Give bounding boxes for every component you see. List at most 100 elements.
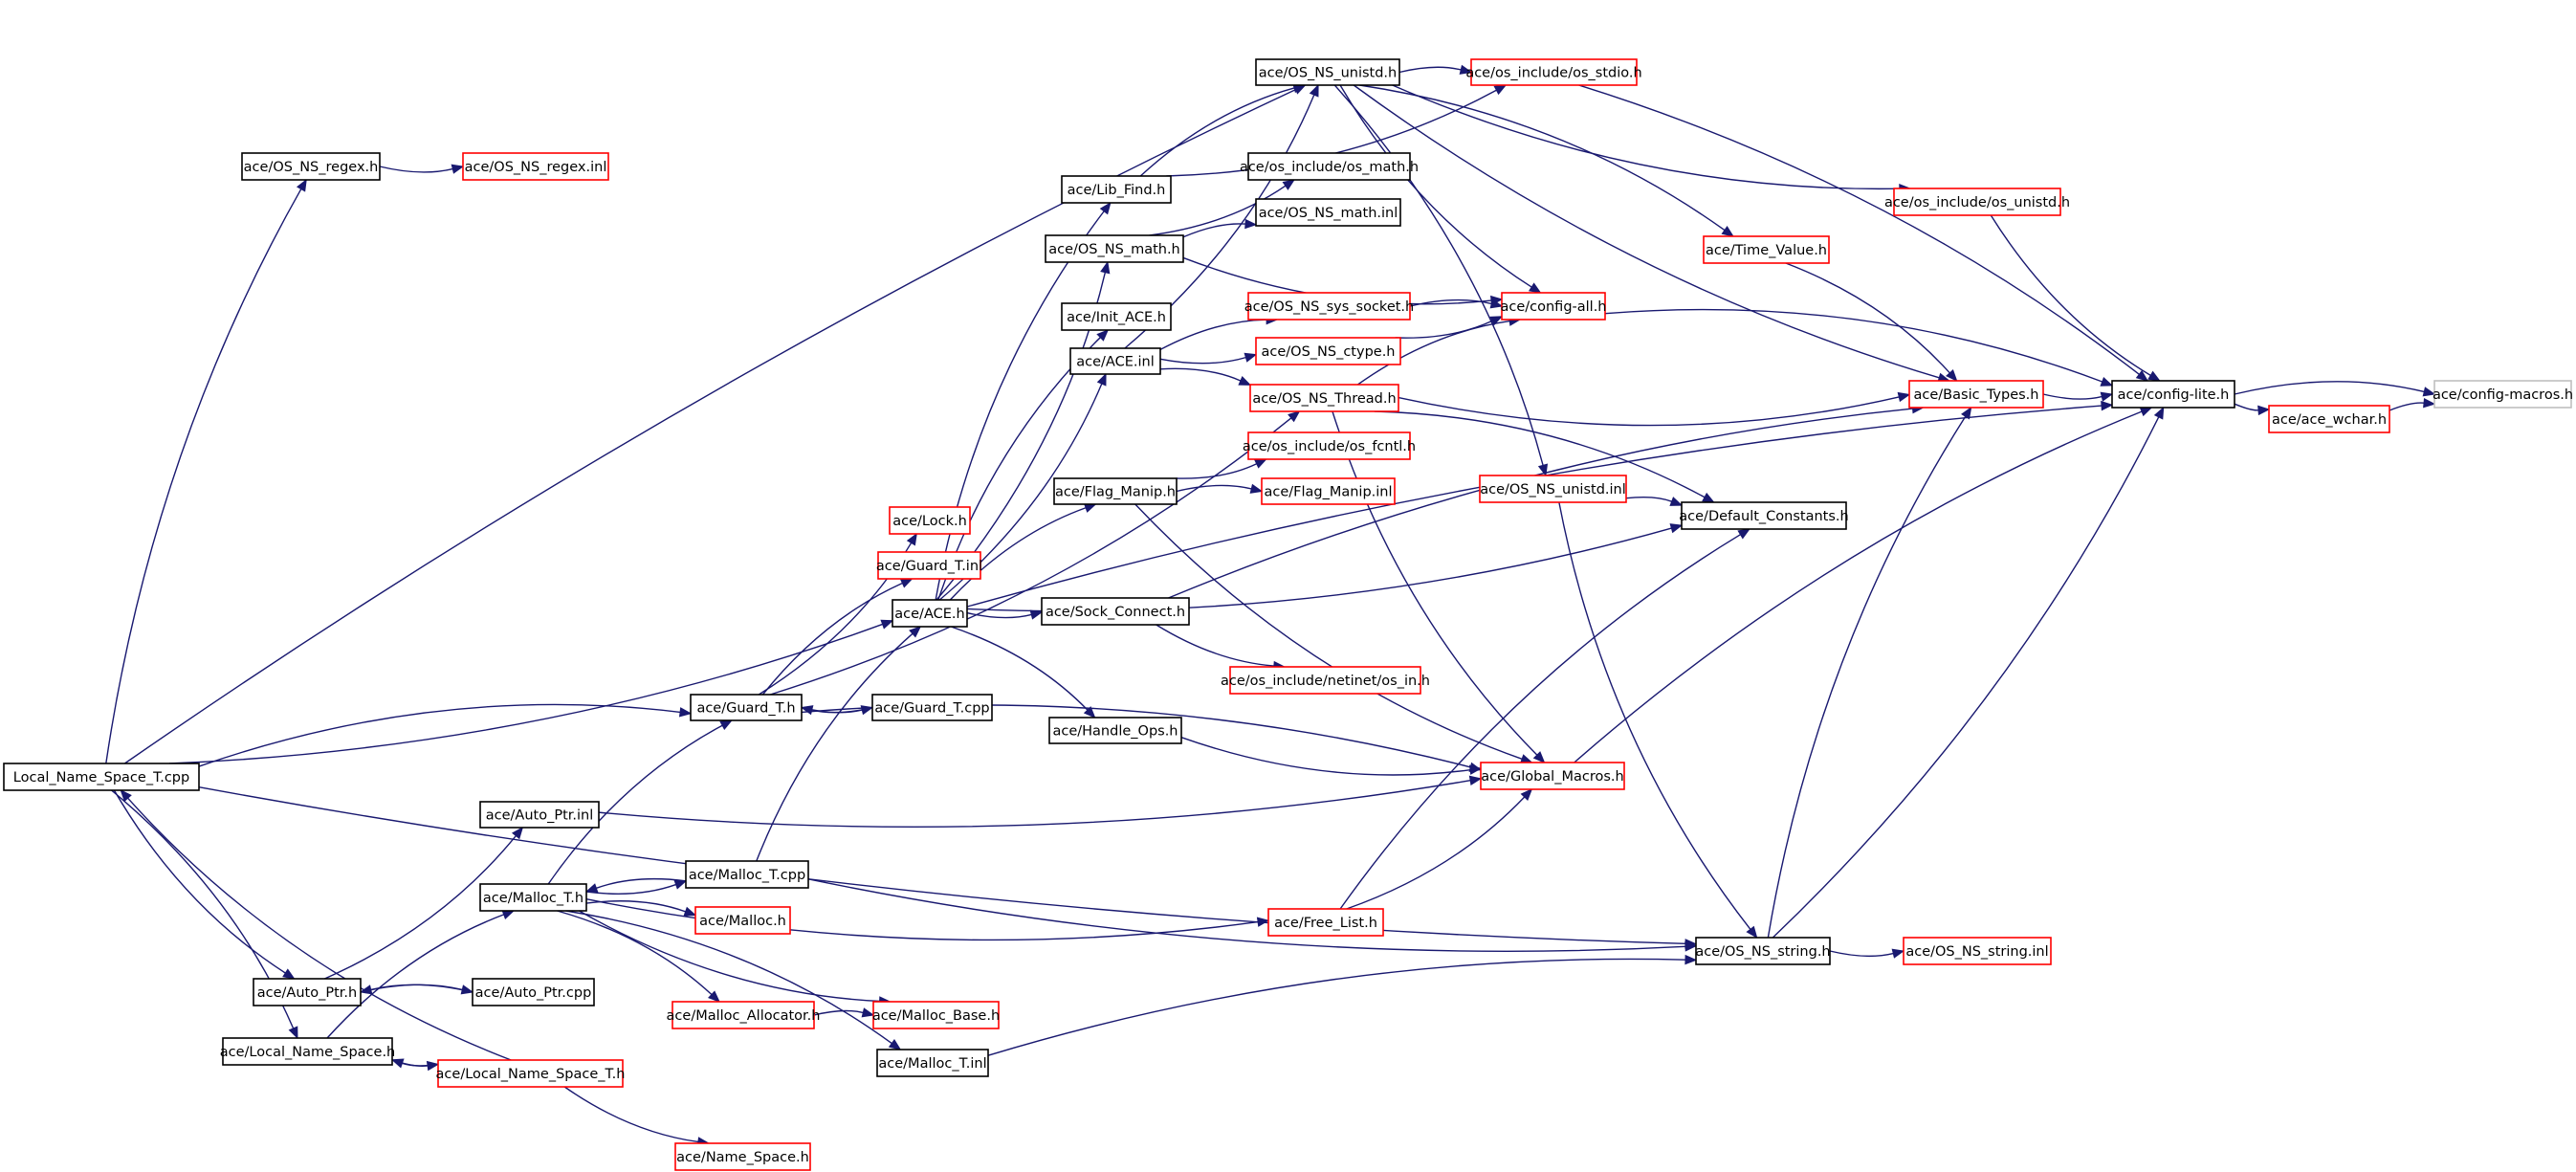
graph-node-malloc-t-cpp[interactable]: ace/Malloc_T.cpp [685, 860, 809, 889]
graph-node-malloc-t-inl[interactable]: ace/Malloc_T.inl [876, 1049, 989, 1077]
graph-node-flag-manip-inl[interactable]: ace/Flag_Manip.inl [1261, 477, 1396, 505]
edge-arrowhead [2101, 400, 2114, 411]
graph-node-auto-ptr-cpp[interactable]: ace/Auto_Ptr.cpp [472, 978, 595, 1006]
graph-node-unistd-h[interactable]: ace/OS_NS_unistd.h [1255, 58, 1400, 86]
edge-arrowhead [2423, 397, 2436, 409]
edge-arrowhead [120, 789, 132, 803]
graph-node-sock-connect[interactable]: ace/Sock_Connect.h [1041, 597, 1190, 626]
edge-line [1182, 223, 1246, 238]
graph-node-auto-ptr-inl[interactable]: ace/Auto_Ptr.inl [479, 801, 600, 829]
node-label: ace/ace_wchar.h [2272, 412, 2387, 428]
graph-node-ace-h[interactable]: ace/ACE.h [892, 599, 968, 628]
graph-node-free-list[interactable]: ace/Free_List.h [1267, 908, 1384, 937]
graph-node-ctype[interactable]: ace/OS_NS_ctype.h [1255, 337, 1401, 365]
graph-node-config-all[interactable]: ace/config-all.h [1500, 292, 1607, 321]
edge-arrowhead [1468, 764, 1483, 775]
edge-unistd-inl-to-default-constants [1625, 496, 1684, 506]
graph-node-guard-h[interactable]: ace/Guard_T.h [690, 694, 803, 721]
edge-root-to-auto-ptr-h [113, 789, 296, 980]
node-box [1247, 152, 1411, 181]
edge-line [1339, 84, 1532, 288]
graph-node-os-stdio[interactable]: ace/os_include/os_stdio.h [1465, 58, 1642, 86]
edge-arrowhead [2153, 406, 2165, 420]
graph-node-guard-inl[interactable]: ace/Guard_T.inl [876, 551, 982, 580]
node-box [1255, 198, 1401, 227]
edge-unistd-inl-to-ns-string-h [1558, 501, 1758, 940]
graph-node-name-space[interactable]: ace/Name_Space.h [674, 1142, 811, 1171]
edge-malloc-t-h-to-free-list [585, 898, 1270, 941]
graph-node-malloc-t-h[interactable]: ace/Malloc_T.h [479, 883, 587, 912]
node-label: ace/OS_NS_unistd.h [1259, 66, 1397, 81]
edge-arrowhead [2139, 407, 2153, 417]
graph-node-root[interactable]: Local_Name_Space_T.cpp [3, 763, 200, 791]
graph-node-init-ace[interactable]: ace/Init_ACE.h [1061, 302, 1172, 331]
graph-node-ace-wchar[interactable]: ace/ace_wchar.h [2268, 405, 2390, 433]
graph-node-config-lite[interactable]: ace/config-lite.h [2111, 380, 2235, 409]
graph-node-config-macros[interactable]: ace/config-macros.h [2433, 380, 2573, 409]
graph-node-ns-string-h[interactable]: ace/OS_NS_string.h [1695, 937, 1831, 965]
edge-arrowhead [1468, 775, 1483, 785]
node-label: ace/Auto_Ptr.cpp [475, 985, 592, 1001]
graph-node-thread[interactable]: ace/OS_NS_Thread.h [1249, 384, 1399, 412]
edge-line [1176, 463, 1258, 479]
edge-line [326, 914, 504, 1039]
graph-node-lib-find[interactable]: ace/Lib_Find.h [1061, 175, 1172, 204]
graph-node-flag-manip-h[interactable]: ace/Flag_Manip.h [1053, 477, 1178, 505]
graph-node-default-constants[interactable]: ace/Default_Constants.h [1679, 501, 1849, 530]
edge-arrowhead [1669, 497, 1684, 506]
graph-node-sys-socket[interactable]: ace/OS_NS_sys_socket.h [1244, 292, 1414, 321]
node-box [672, 1001, 815, 1029]
graph-node-auto-ptr-h[interactable]: ace/Auto_Ptr.h [253, 978, 362, 1006]
graph-node-unistd-inl[interactable]: ace/OS_NS_unistd.inl [1479, 475, 1627, 503]
node-box [1695, 937, 1831, 965]
node-box [889, 506, 971, 535]
graph-node-os-in[interactable]: ace/os_include/netinet/os_in.h [1221, 666, 1430, 695]
graph-node-ns-math-h[interactable]: ace/OS_NS_math.h [1045, 234, 1184, 263]
graph-node-basic-types[interactable]: ace/Basic_Types.h [1908, 380, 2044, 409]
graph-node-ns-math-inl[interactable]: ace/OS_NS_math.inl [1255, 198, 1401, 227]
edge-line [950, 626, 1089, 711]
edge-malloc-t-cpp-to-malloc-t-h [584, 877, 687, 894]
graph-node-malloc-base[interactable]: ace/Malloc_Base.h [872, 1001, 1000, 1029]
graph-node-global-macros[interactable]: ace/Global_Macros.h [1480, 762, 1625, 790]
node-box [871, 694, 993, 721]
edge-line [585, 898, 1259, 941]
edge-line [1785, 262, 1950, 374]
node-label: ace/os_include/os_math.h [1240, 160, 1419, 175]
graph-node-os-fcntl[interactable]: ace/os_include/os_fcntl.h [1243, 431, 1416, 460]
node-box [1247, 431, 1411, 460]
graph-node-regex-h[interactable]: ace/OS_NS_regex.h [241, 152, 381, 181]
node-box [1703, 235, 1830, 264]
graph-node-malloc-allocator[interactable]: ace/Malloc_Allocator.h [667, 1001, 821, 1029]
graph-node-ns-string-inl[interactable]: ace/OS_NS_string.inl [1903, 937, 2052, 965]
edge-malloc-t-cpp-to-ace-h [756, 626, 922, 862]
edge-line [1332, 410, 1538, 756]
edge-arrowhead [1669, 523, 1684, 534]
graph-node-lns-h[interactable]: ace/Local_Name_Space.h [220, 1037, 396, 1066]
node-label: ace/Time_Value.h [1706, 243, 1827, 258]
graph-node-handle-ops[interactable]: ace/Handle_Ops.h [1048, 717, 1182, 744]
edge-auto-ptr-inl-to-global-macros [598, 775, 1483, 828]
graph-node-time-value[interactable]: ace/Time_Value.h [1703, 235, 1830, 264]
edge-ns-string-h-to-ns-string-inl [1829, 948, 1905, 959]
edges-layer [105, 64, 2436, 1147]
edge-auto-ptr-cpp-to-auto-ptr-h [359, 984, 473, 995]
node-label: ace/Flag_Manip.h [1055, 485, 1176, 500]
graph-node-os-unistd[interactable]: ace/os_include/os_unistd.h [1884, 188, 2070, 216]
graph-node-guard-cpp[interactable]: ace/Guard_T.cpp [871, 694, 993, 721]
graph-node-ace-inl[interactable]: ace/ACE.inl [1069, 347, 1161, 375]
graph-node-os-math[interactable]: ace/os_include/os_math.h [1240, 152, 1419, 181]
edge-line [198, 785, 1686, 945]
edge-arrowhead [1489, 299, 1504, 309]
node-label: ace/Sock_Connect.h [1046, 605, 1185, 620]
edge-line [198, 703, 681, 767]
edge-line [1398, 396, 1900, 427]
edge-arrowhead [359, 984, 373, 995]
edge-line [1558, 501, 1751, 930]
graph-node-malloc-h[interactable]: ace/Malloc.h [694, 906, 791, 935]
graph-node-lns-t-h[interactable]: ace/Local_Name_Space_T.h [436, 1059, 626, 1088]
graph-node-regex-inl[interactable]: ace/OS_NS_regex.inl [462, 152, 609, 181]
node-box [2111, 380, 2235, 409]
graph-node-lock[interactable]: ace/Lock.h [889, 506, 971, 535]
node-label: ace/Guard_T.h [696, 701, 795, 717]
